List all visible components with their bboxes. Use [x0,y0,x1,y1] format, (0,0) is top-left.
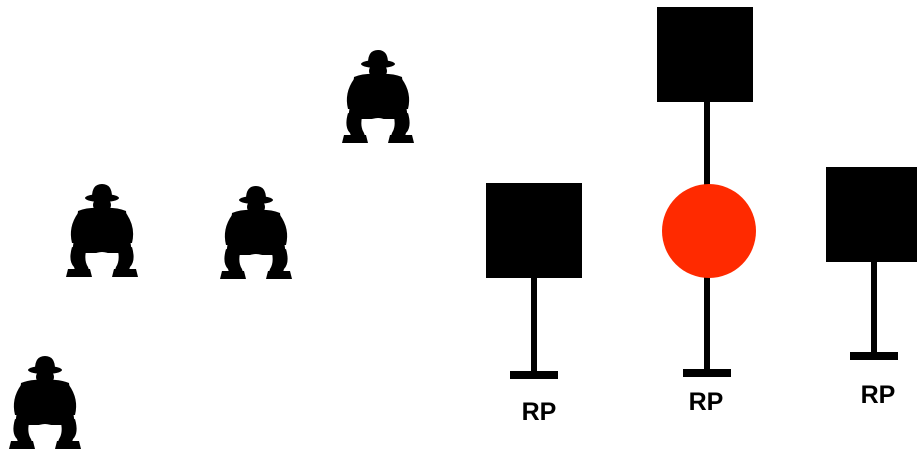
crouching-person-icon [220,186,292,279]
post-left: RP [486,183,582,426]
post-center: RP [657,7,756,416]
post-top-box [657,7,753,102]
red-circle [662,184,756,278]
post-base [683,369,731,377]
post-base [510,371,558,379]
post-base [850,352,898,360]
crouching-person-icon [342,50,414,143]
post-box [486,183,582,278]
crouching-person-icon [9,356,81,449]
post-box [826,167,917,262]
crouching-person-icon [66,184,138,277]
post-right: RP [826,167,917,409]
rp-label: RP [861,381,896,409]
rp-label: RP [522,398,557,426]
rp-label: RP [689,388,724,416]
post-stem [871,262,877,354]
post-stem [531,278,537,375]
